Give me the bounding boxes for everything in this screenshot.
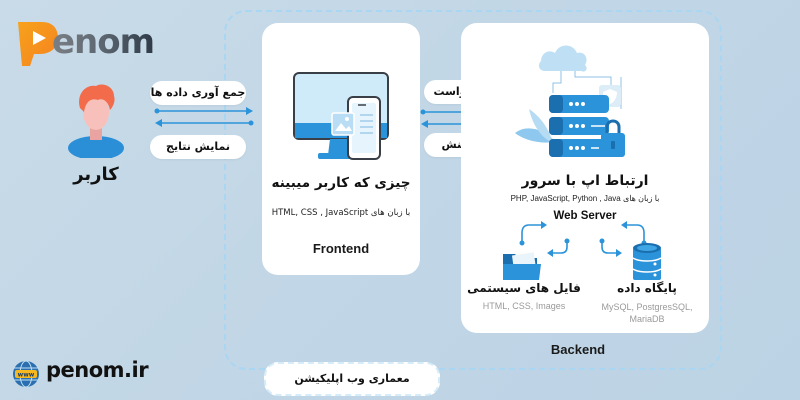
user-label: کاربر xyxy=(73,164,119,185)
collect-data-label: جمع آوری داده ها xyxy=(150,81,246,105)
user-icon xyxy=(68,84,124,160)
frontend-card: چیزی که کاربر میبینه با زبان های HTML, C… xyxy=(262,23,420,275)
frontend-title: چیزی که کاربر میبینه xyxy=(271,175,411,191)
web-server-label: Web Server xyxy=(553,210,617,222)
show-results-label: نمایش نتایج xyxy=(150,135,246,159)
backend-title: ارتباط اپ با سرور xyxy=(521,173,649,189)
system-files-subtitle: HTML, CSS, Images xyxy=(482,301,566,311)
globe-www-icon: www xyxy=(13,360,39,388)
svg-text:www: www xyxy=(18,372,35,379)
desktop-mobile-icon xyxy=(293,72,389,160)
system-files-title: فایل های سیستمی xyxy=(467,281,581,295)
database-subtitle-line2: MariaDB xyxy=(629,314,665,324)
backend-card: ارتباط اپ با سرور با زبان های PHP, JavaS… xyxy=(461,23,709,333)
web-app-frame xyxy=(224,10,722,370)
logo-text: enom xyxy=(52,22,155,62)
website-text[interactable]: penom.ir xyxy=(46,358,149,382)
server-cloud-icon xyxy=(515,45,625,157)
penom-logo: enom xyxy=(16,18,155,70)
frontend-languages: با زبان های HTML, CSS , JavaScript xyxy=(271,208,411,218)
frontend-label: Frontend xyxy=(312,241,370,256)
user-avatar xyxy=(64,82,128,160)
database-icon xyxy=(632,243,662,280)
database-subtitle: MySQL, PostgresSQL, MariaDB xyxy=(585,301,709,325)
database-subtitle-line1: MySQL, PostgresSQL, xyxy=(601,302,693,312)
folder-icon xyxy=(503,252,541,280)
backend-languages: با زبان های PHP, JavaScript, Python , Ja… xyxy=(510,194,660,203)
web-app-architecture-title: معماری وب اپلیکیشن xyxy=(264,362,440,396)
play-logo-icon xyxy=(18,22,58,66)
database-title: پایگاه داده xyxy=(617,281,677,295)
backend-label: Backend xyxy=(550,342,606,357)
bidirectional-arrow-icon xyxy=(154,107,254,127)
web-server-connections-icon xyxy=(519,221,647,257)
